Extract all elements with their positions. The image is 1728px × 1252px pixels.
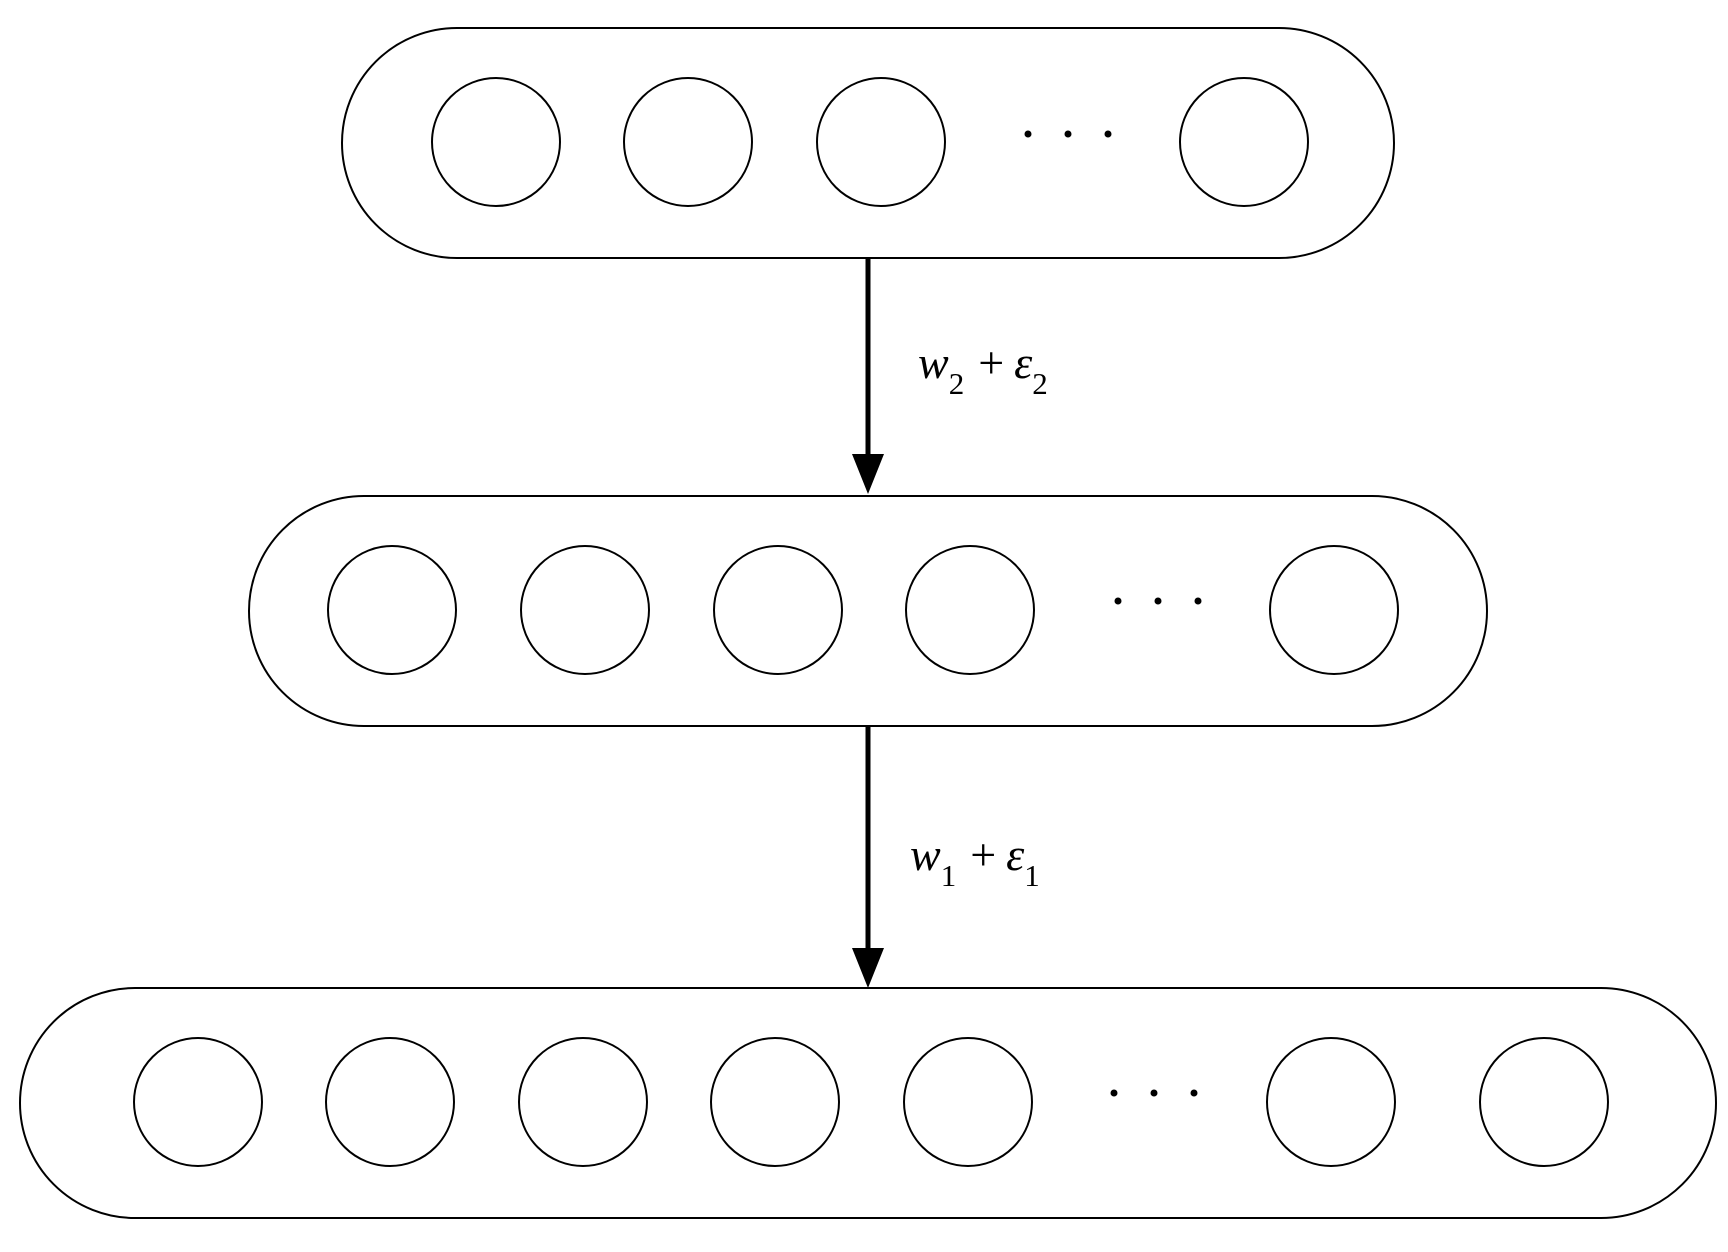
weight-symbol: w xyxy=(910,829,941,880)
top-layer-node xyxy=(1179,77,1309,207)
top-layer-node xyxy=(623,77,753,207)
bottom-layer-node xyxy=(1266,1037,1396,1167)
middle-layer xyxy=(248,495,1488,727)
noise-subscript: 2 xyxy=(1032,366,1048,401)
middle-layer-node xyxy=(905,545,1035,675)
connection-label-1: w1+ε1 xyxy=(910,829,1040,893)
noise-symbol: ε xyxy=(1014,337,1033,388)
weight-subscript: 1 xyxy=(941,858,957,893)
arrow-top-to-middle xyxy=(852,258,884,494)
top-layer-node xyxy=(816,77,946,207)
middle-layer-ellipsis xyxy=(1114,597,1202,605)
bottom-layer-node xyxy=(518,1037,648,1167)
bottom-layer-node xyxy=(325,1037,455,1167)
middle-layer-node xyxy=(1269,545,1399,675)
top-layer-ellipsis xyxy=(1024,130,1112,138)
noise-symbol: ε xyxy=(1006,829,1025,880)
bottom-layer xyxy=(19,987,1717,1219)
bottom-layer-ellipsis xyxy=(1110,1089,1198,1097)
bottom-layer-container xyxy=(19,987,1717,1219)
bottom-layer-node xyxy=(133,1037,263,1167)
top-layer xyxy=(341,27,1395,259)
noise-subscript: 1 xyxy=(1024,858,1040,893)
bottom-layer-node xyxy=(903,1037,1033,1167)
top-layer-node xyxy=(431,77,561,207)
bottom-layer-node xyxy=(710,1037,840,1167)
middle-layer-node xyxy=(713,545,843,675)
connection-label-2: w2+ε2 xyxy=(918,337,1048,401)
plus-operator: + xyxy=(978,337,1004,388)
middle-layer-node xyxy=(520,545,650,675)
middle-layer-node xyxy=(327,545,457,675)
weight-symbol: w xyxy=(918,337,949,388)
weight-subscript: 2 xyxy=(949,366,965,401)
arrow-middle-to-bottom xyxy=(852,726,884,988)
plus-operator: + xyxy=(970,829,996,880)
bottom-layer-node xyxy=(1479,1037,1609,1167)
